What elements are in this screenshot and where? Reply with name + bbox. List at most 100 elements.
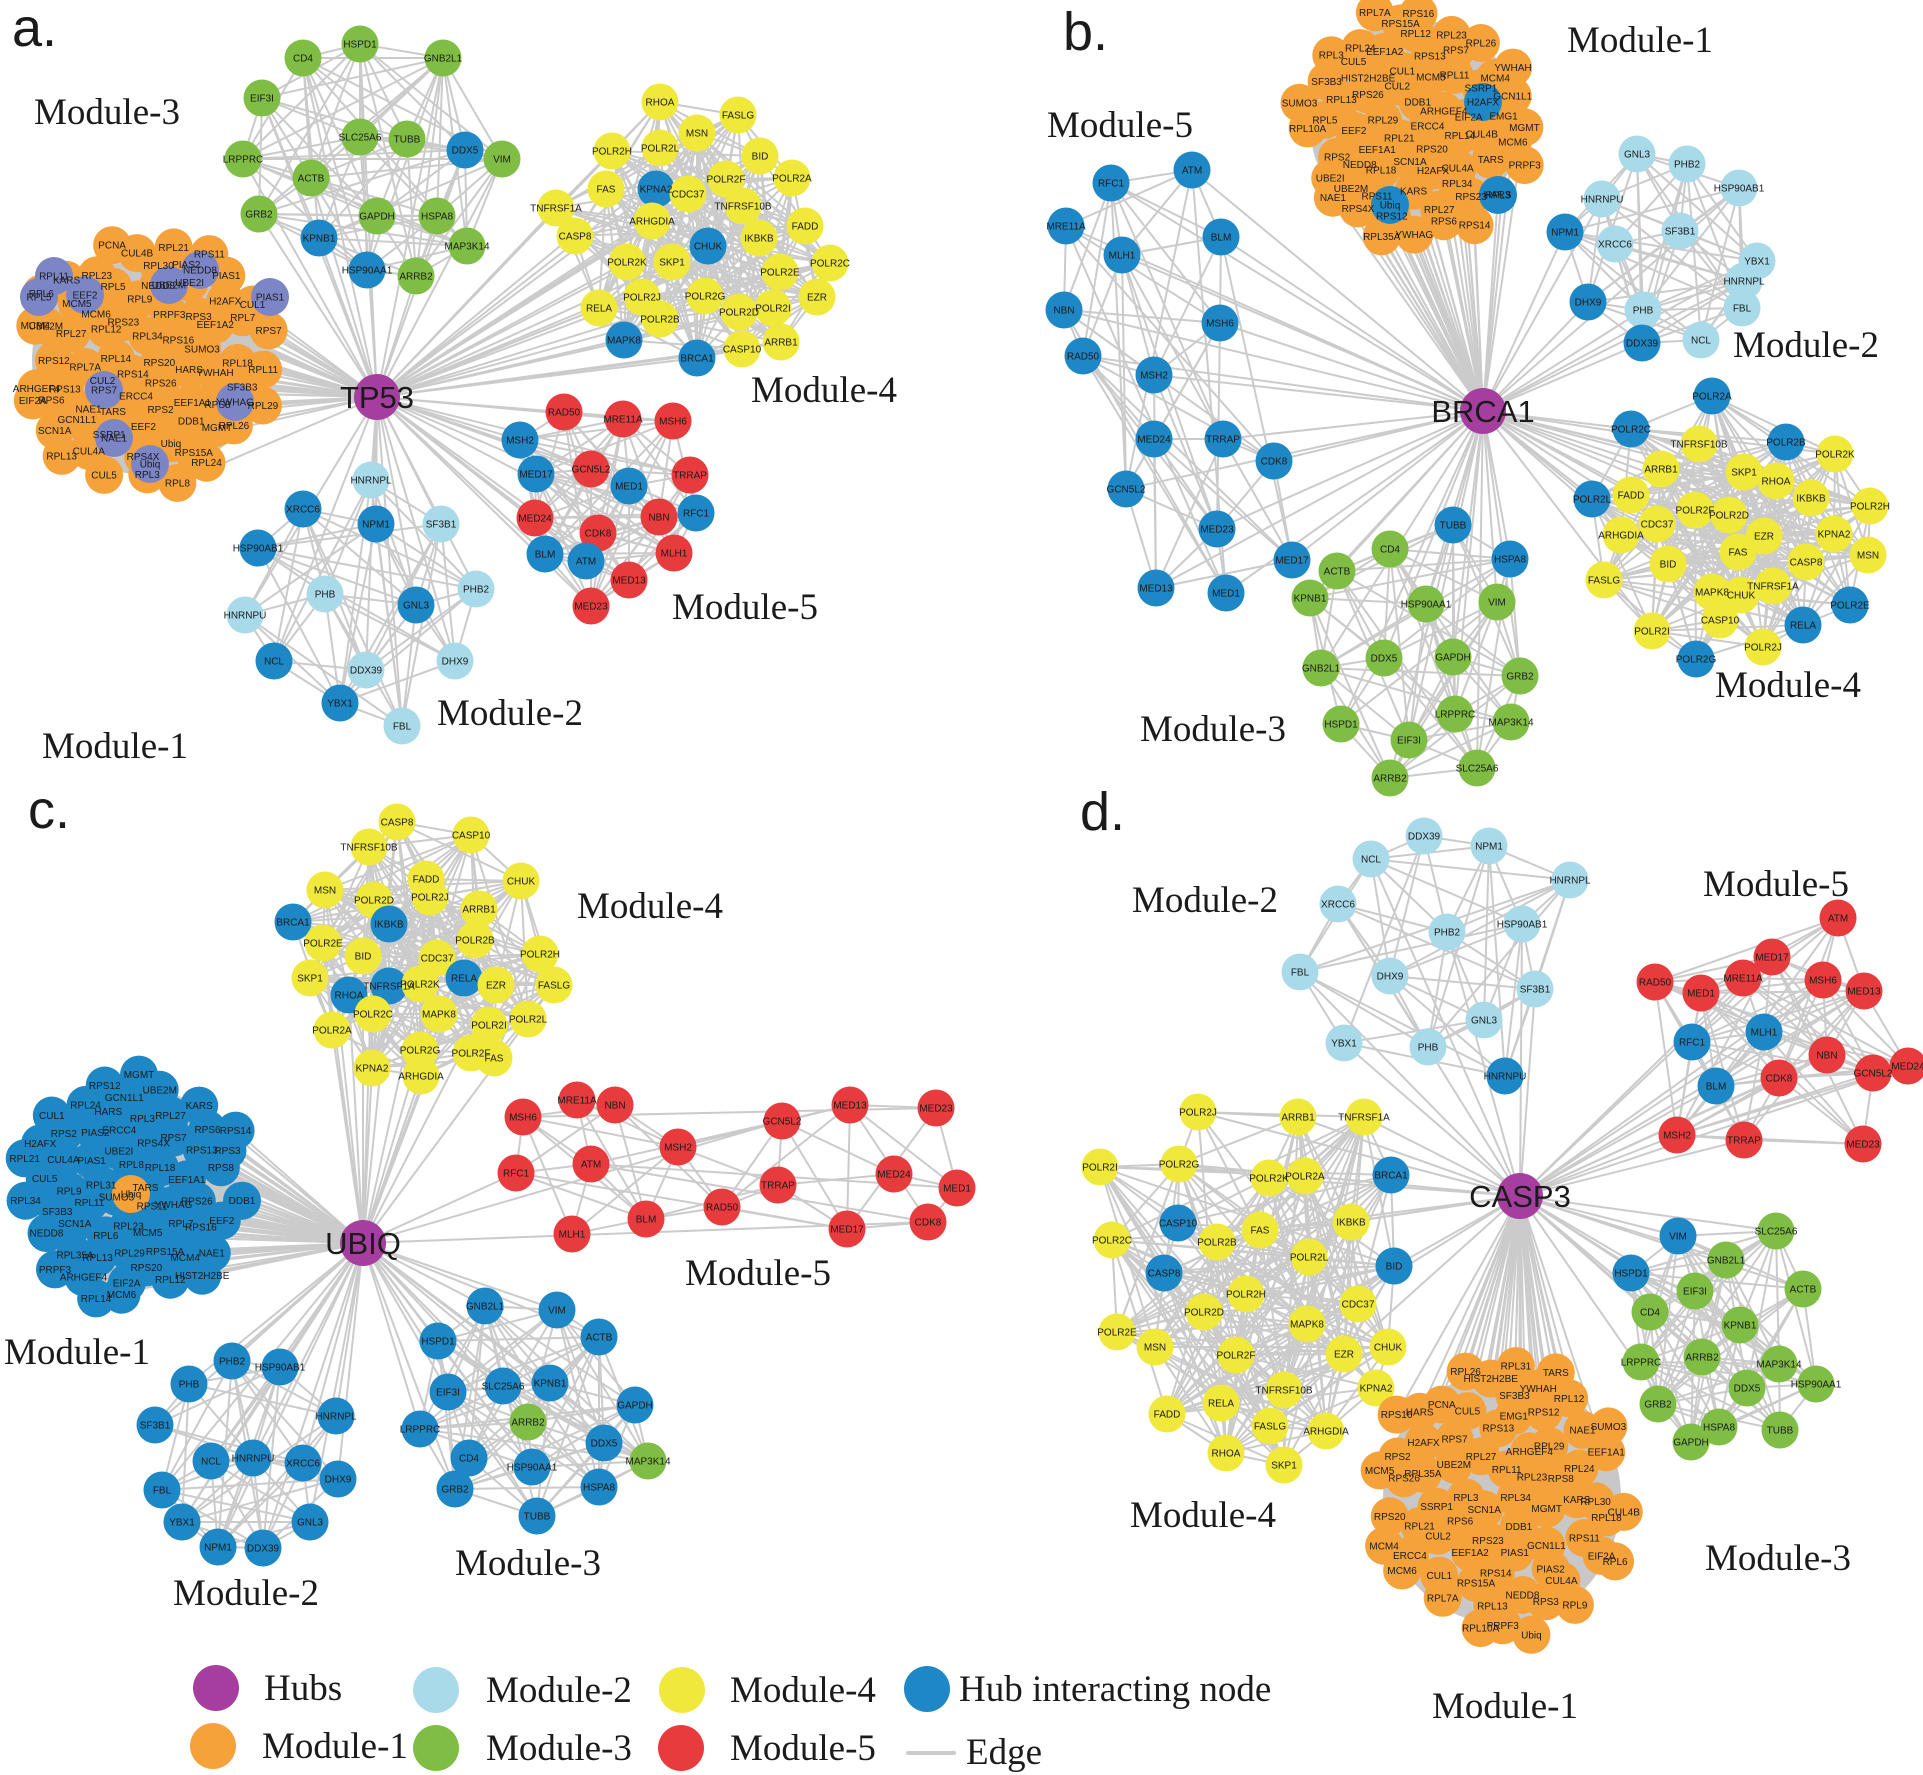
svg-text:POLR2H: POLR2H	[1850, 502, 1890, 513]
svg-text:SCN1A: SCN1A	[1468, 1505, 1502, 1516]
svg-text:RPL10A: RPL10A	[1289, 124, 1327, 135]
svg-text:Module-1: Module-1	[4, 1332, 150, 1373]
svg-text:EEF1A1: EEF1A1	[174, 398, 212, 409]
svg-text:MCM4: MCM4	[1480, 73, 1510, 84]
svg-text:POLR2A: POLR2A	[1285, 1172, 1325, 1183]
svg-text:FASLG: FASLG	[1254, 1422, 1286, 1433]
svg-text:CDC37: CDC37	[421, 954, 454, 965]
svg-text:EEF2: EEF2	[209, 1216, 234, 1227]
svg-text:RPL14: RPL14	[1445, 131, 1476, 142]
svg-text:MSH6: MSH6	[509, 1113, 537, 1124]
svg-text:RPL9: RPL9	[127, 295, 152, 306]
svg-text:RPL30: RPL30	[143, 261, 174, 272]
svg-text:PCNA: PCNA	[98, 241, 126, 252]
svg-text:DDB1: DDB1	[178, 417, 205, 428]
svg-text:GAPDH: GAPDH	[617, 1401, 653, 1412]
svg-text:GNL3: GNL3	[1624, 150, 1651, 161]
svg-text:HSPD1: HSPD1	[421, 1337, 455, 1348]
svg-text:CASP10: CASP10	[452, 831, 491, 842]
svg-text:GNL3: GNL3	[403, 601, 430, 612]
svg-text:EMG1: EMG1	[1489, 112, 1518, 123]
svg-text:TUBB: TUBB	[1440, 521, 1467, 532]
svg-text:RPS7: RPS7	[91, 386, 118, 397]
svg-text:PHB2: PHB2	[463, 585, 490, 596]
svg-text:Ubiq: Ubiq	[1521, 1630, 1542, 1641]
svg-text:DDX5: DDX5	[591, 1439, 618, 1450]
svg-text:RPS7: RPS7	[256, 326, 283, 337]
svg-text:RPL24: RPL24	[70, 1100, 101, 1111]
svg-text:RPL11: RPL11	[1440, 70, 1470, 81]
svg-text:FADD: FADD	[792, 222, 819, 233]
svg-text:HIST2H2BE: HIST2H2BE	[175, 1271, 230, 1282]
svg-text:RELA: RELA	[1208, 1399, 1234, 1410]
svg-text:DHX9: DHX9	[325, 1475, 352, 1486]
svg-text:RPL31: RPL31	[86, 1181, 117, 1192]
svg-text:RPL26: RPL26	[219, 421, 250, 432]
svg-text:NBN: NBN	[1816, 1051, 1837, 1062]
svg-text:EEF2: EEF2	[131, 422, 156, 433]
svg-text:GNL3: GNL3	[297, 1518, 324, 1529]
svg-text:HSPA8: HSPA8	[1703, 1423, 1735, 1434]
svg-text:TNFRSF10B: TNFRSF10B	[1670, 440, 1728, 451]
svg-text:POLR2L: POLR2L	[1573, 495, 1612, 506]
svg-text:GNL3: GNL3	[1471, 1016, 1498, 1027]
svg-text:RELA: RELA	[1790, 621, 1816, 632]
svg-text:RPS12: RPS12	[1376, 212, 1408, 223]
svg-text:RAD50: RAD50	[1067, 352, 1100, 363]
svg-text:CD4: CD4	[293, 54, 313, 65]
svg-text:HSPA8: HSPA8	[583, 1483, 615, 1494]
svg-text:RPS4X: RPS4X	[127, 452, 160, 463]
svg-text:ARRB1: ARRB1	[764, 338, 798, 349]
svg-text:RPL35A: RPL35A	[1404, 1469, 1442, 1480]
svg-text:UBE2I: UBE2I	[175, 278, 204, 289]
svg-text:c.: c.	[28, 780, 70, 840]
svg-text:RPS23: RPS23	[1455, 192, 1487, 203]
svg-text:EEF1A1: EEF1A1	[1588, 1448, 1626, 1459]
svg-text:BID: BID	[752, 152, 769, 163]
svg-text:RPL23: RPL23	[1517, 1473, 1548, 1484]
svg-text:ATM: ATM	[1182, 166, 1202, 177]
svg-text:SF3B3: SF3B3	[42, 1207, 73, 1218]
svg-text:RPL24: RPL24	[1345, 44, 1376, 55]
svg-text:MED13: MED13	[1847, 987, 1881, 998]
svg-text:RPS8: RPS8	[208, 1163, 235, 1174]
svg-text:MAPK8: MAPK8	[1695, 588, 1729, 599]
svg-text:POLR2K: POLR2K	[400, 980, 440, 991]
svg-text:RPS20: RPS20	[1374, 1512, 1406, 1523]
svg-text:YBX1: YBX1	[327, 699, 353, 710]
svg-text:UBE2M: UBE2M	[1437, 1460, 1471, 1471]
svg-text:TP53: TP53	[340, 380, 414, 415]
svg-text:POLR2F: POLR2F	[1676, 506, 1715, 517]
svg-text:TNFRSF1A: TNFRSF1A	[363, 982, 415, 993]
svg-text:TARS: TARS	[1478, 155, 1504, 166]
svg-text:RPS26: RPS26	[1352, 90, 1384, 101]
svg-text:CUL4A: CUL4A	[47, 1155, 80, 1166]
svg-text:DHX9: DHX9	[442, 657, 469, 668]
svg-text:RPL12: RPL12	[155, 1275, 186, 1286]
svg-text:CUL4A: CUL4A	[1441, 164, 1474, 175]
svg-text:YWHAG: YWHAG	[155, 1200, 193, 1211]
svg-text:POLR2H: POLR2H	[592, 147, 632, 158]
svg-text:Edge: Edge	[966, 1732, 1042, 1773]
svg-text:RPL27: RPL27	[1424, 205, 1455, 216]
svg-text:RPS14: RPS14	[117, 369, 149, 380]
svg-text:RPS7: RPS7	[1443, 46, 1470, 57]
svg-text:GNB2L1: GNB2L1	[424, 54, 463, 65]
svg-text:RPL21: RPL21	[158, 243, 189, 254]
svg-text:RPL14: RPL14	[81, 1294, 112, 1305]
svg-text:RPS20: RPS20	[1416, 144, 1448, 155]
svg-text:MCM6: MCM6	[107, 1290, 137, 1301]
svg-text:TUBB: TUBB	[524, 1512, 551, 1523]
svg-text:RPL11: RPL11	[74, 1198, 104, 1209]
svg-text:EIF3I: EIF3I	[436, 1388, 460, 1399]
svg-text:MSH2: MSH2	[1663, 1131, 1691, 1142]
svg-text:CHUK: CHUK	[507, 877, 536, 888]
svg-text:EZR: EZR	[486, 981, 506, 992]
svg-text:Module-5: Module-5	[672, 587, 818, 628]
svg-text:RPS13: RPS13	[49, 385, 81, 396]
svg-text:RPS7: RPS7	[1441, 1435, 1468, 1446]
svg-text:PHB: PHB	[179, 1380, 200, 1391]
svg-text:POLR2C: POLR2C	[810, 259, 850, 270]
svg-text:Module-1: Module-1	[42, 726, 188, 767]
svg-text:GNB2L1: GNB2L1	[1707, 1256, 1746, 1267]
